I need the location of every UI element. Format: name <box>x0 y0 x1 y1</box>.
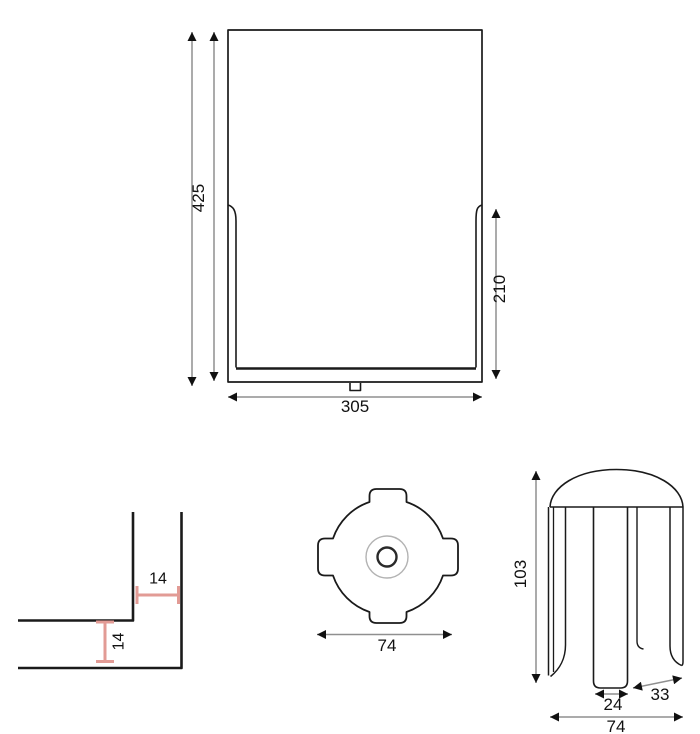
center-stem <box>592 507 629 689</box>
corner-detail-view: 14 14 <box>18 512 183 670</box>
holder-front-view: 425 210 305 <box>187 29 509 416</box>
foot-side-view: 103 24 33 74 <box>511 468 684 734</box>
dim-label-foot-side-width: 74 <box>607 717 626 734</box>
pocket-left-lip <box>227 204 237 368</box>
dim-fin-span-33 <box>632 675 683 691</box>
dim-label-stem-width: 24 <box>604 695 623 714</box>
corner-outer-profile <box>18 512 183 670</box>
foot-top-view: 74 <box>317 488 459 655</box>
dim-line-33 <box>632 675 683 691</box>
dim-label-fin-span: 33 <box>651 685 670 704</box>
right-fin-outer-edge <box>681 507 684 667</box>
dim-label-foot-height: 103 <box>511 560 530 588</box>
pink-dimension-marks <box>96 586 180 663</box>
pocket-right-lip <box>475 204 483 368</box>
foot-hub-circle <box>365 535 409 579</box>
dim-height-425 <box>187 32 219 386</box>
foot-dome-cap <box>549 468 684 508</box>
right-fin-inner-edge <box>669 507 682 667</box>
dim-label-overall-width: 305 <box>341 397 369 416</box>
dim-label-overall-height: 425 <box>189 184 208 212</box>
left-fin-inner-edge <box>550 507 567 678</box>
foot-center-hole <box>376 546 398 568</box>
dim-label-pocket-height: 210 <box>490 275 509 303</box>
holder-back-panel-outline <box>227 29 483 383</box>
dim-label-foot-width: 74 <box>378 636 397 655</box>
dim-label-gap-top: 14 <box>149 571 167 588</box>
dim-label-gap-side: 14 <box>111 633 128 651</box>
rear-fin-edge <box>636 507 644 650</box>
corner-inner-profile <box>18 512 135 622</box>
bottom-notch <box>349 383 362 392</box>
